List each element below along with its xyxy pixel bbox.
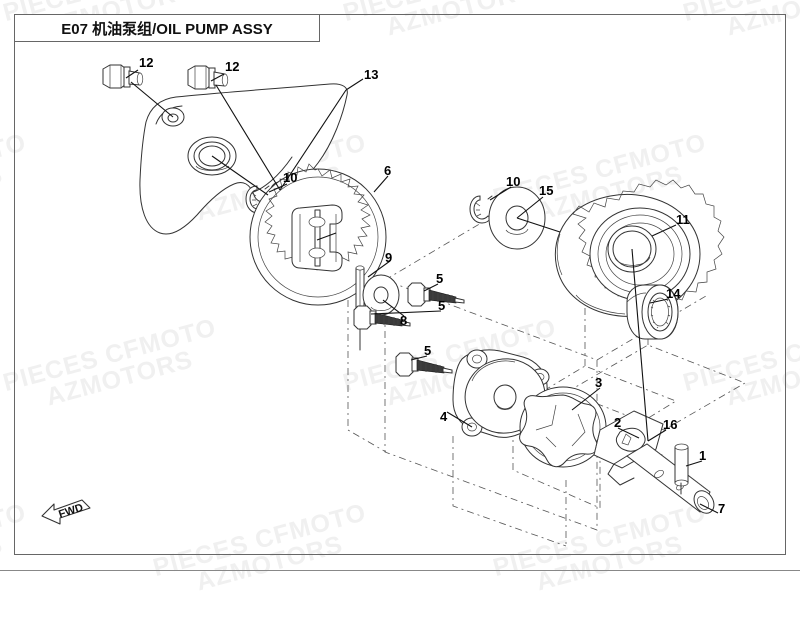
callout-5-upper: 5 (436, 271, 444, 286)
callout-5-middle: 5 (438, 298, 446, 313)
part-6-driven-gear (249, 163, 387, 306)
part-12-cover-bolt-right (187, 65, 229, 90)
callout-16: 16 (663, 417, 678, 432)
part-5-bolt-middle (353, 305, 411, 330)
callout-15: 15 (539, 183, 554, 198)
callout-1: 1 (699, 448, 707, 463)
callout-9: 9 (385, 250, 393, 265)
part-3-outer-rotor (519, 386, 607, 468)
callout-14: 14 (666, 286, 681, 301)
callout-4: 4 (440, 409, 448, 424)
drawing-frame (14, 14, 786, 555)
page-title: E07 机油泵组/OIL PUMP ASSY (61, 20, 273, 38)
part-10-circlip-balancer (469, 195, 494, 224)
part-1-dowel-pin (674, 443, 689, 495)
callout-12-right: 12 (225, 59, 240, 74)
callout-10-balancer: 10 (506, 174, 521, 189)
callout-2: 2 (614, 415, 622, 430)
callout-5-lower: 5 (424, 343, 432, 358)
part-14-needle-bearing (626, 284, 679, 340)
forward-direction-arrow: FWD (41, 499, 91, 525)
part-7-balancer-shaft (607, 443, 715, 514)
part-5-bolt-lower (395, 352, 453, 377)
callout-13: 13 (364, 67, 379, 82)
callout-8: 8 (400, 313, 408, 328)
callout-7: 7 (718, 501, 726, 516)
callout-leader-lines (125, 69, 719, 514)
title-box: E07 机油泵组/OIL PUMP ASSY (14, 14, 320, 42)
fwd-label: FWD (57, 502, 85, 521)
callout-6: 6 (384, 163, 392, 178)
part-5-bolt-upper (407, 282, 465, 307)
page-divider (0, 570, 800, 571)
callout-11: 11 (676, 212, 690, 227)
callout-10-gear: 10 (283, 170, 298, 185)
callout-12-left: 12 (139, 55, 154, 70)
callout-3: 3 (595, 375, 603, 390)
